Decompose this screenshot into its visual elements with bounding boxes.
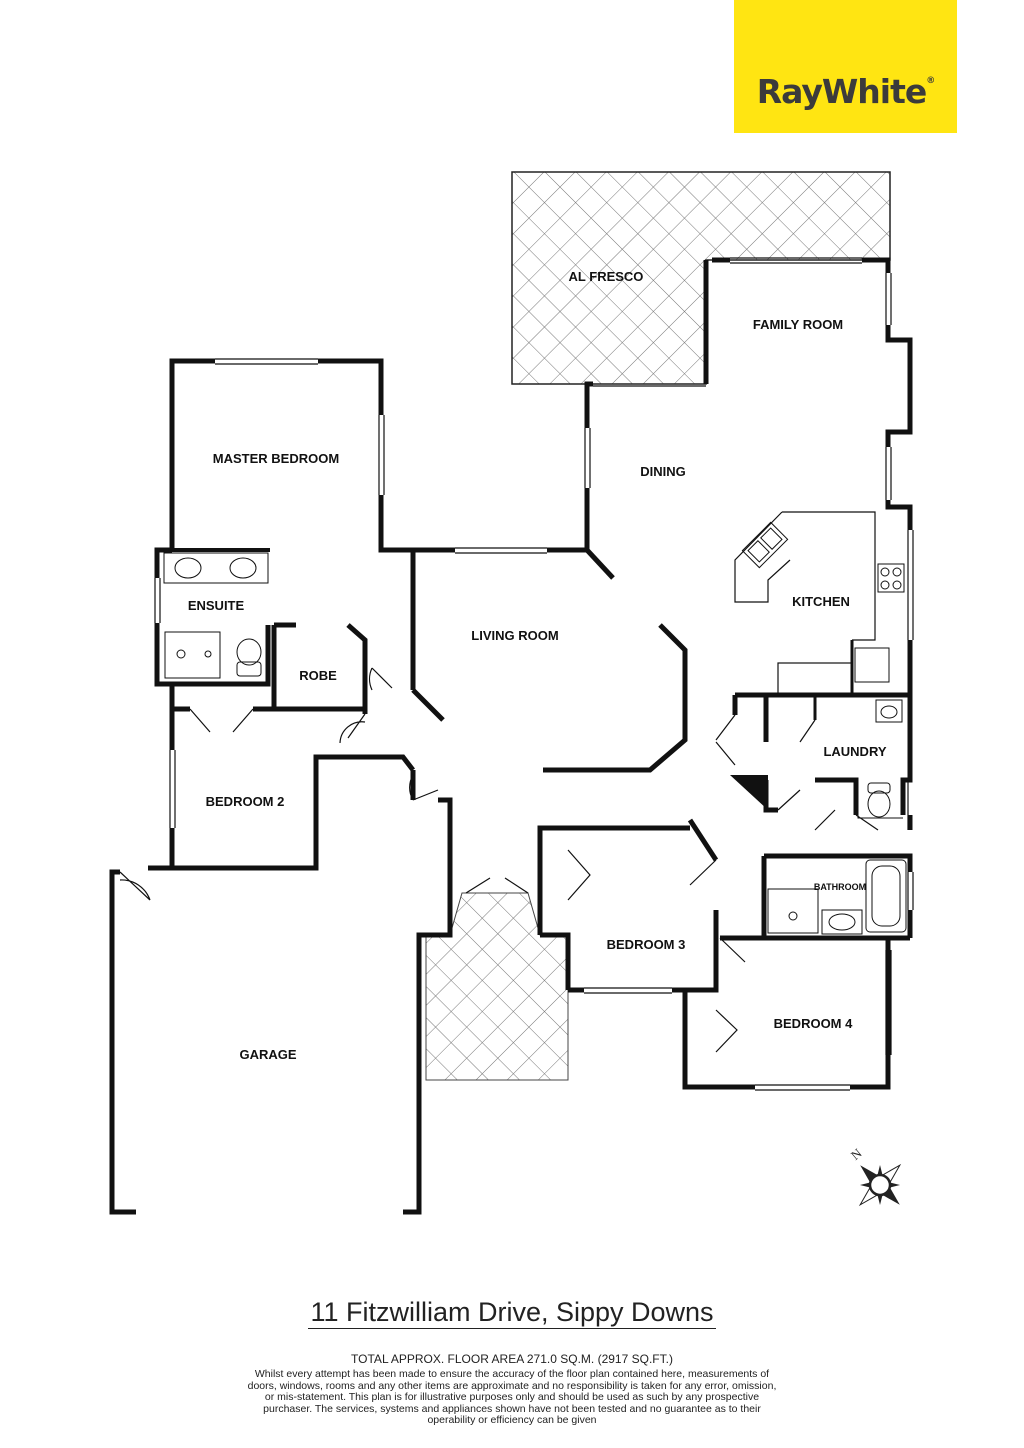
label-kitchen: KITCHEN bbox=[792, 594, 850, 609]
bath-icon bbox=[865, 859, 907, 933]
address-text: 11 Fitzwilliam Drive, Sippy Downs bbox=[308, 1297, 716, 1329]
walls bbox=[109, 257, 913, 1215]
trademark-symbol: ® bbox=[926, 76, 935, 86]
fridge-space-icon bbox=[854, 647, 890, 683]
label-garage: GARAGE bbox=[239, 1047, 296, 1062]
label-living-room: LIVING ROOM bbox=[471, 628, 558, 643]
label-laundry: LAUNDRY bbox=[823, 744, 886, 759]
logo-text: RayWhite bbox=[756, 72, 928, 111]
label-bedroom-3: BEDROOM 3 bbox=[607, 937, 686, 952]
logo-wordmark: RayWhite® bbox=[734, 72, 957, 111]
ensuite-vanity-icon bbox=[163, 552, 269, 584]
cooktop-icon bbox=[877, 563, 905, 593]
label-bedroom-2: BEDROOM 2 bbox=[206, 794, 285, 809]
room-labels: AL FRESCO FAMILY ROOM MASTER BEDROOM DIN… bbox=[188, 269, 887, 1062]
compass-icon: N bbox=[848, 1145, 902, 1207]
label-family-room: FAMILY ROOM bbox=[753, 317, 843, 332]
label-al-fresco: AL FRESCO bbox=[569, 269, 644, 284]
label-dining: DINING bbox=[640, 464, 686, 479]
property-address: 11 Fitzwilliam Drive, Sippy Downs bbox=[0, 1297, 1024, 1329]
label-bathroom: BATHROOM bbox=[814, 882, 866, 892]
entry-porch-area bbox=[425, 892, 569, 1081]
laundry-toilet-icon bbox=[857, 780, 903, 819]
sink-icon bbox=[741, 521, 789, 569]
kitchen-counter bbox=[734, 511, 876, 696]
laundry-tub-icon bbox=[875, 699, 903, 723]
doors bbox=[119, 667, 879, 1053]
label-master-bedroom: MASTER BEDROOM bbox=[213, 451, 339, 466]
hall-step-marker bbox=[730, 775, 768, 810]
bathroom-basin-icon bbox=[821, 909, 863, 935]
bathroom-shower-icon bbox=[767, 888, 819, 934]
floor-area: TOTAL APPROX. FLOOR AREA 271.0 SQ.M. (29… bbox=[351, 1352, 673, 1366]
windows bbox=[154, 257, 914, 1091]
label-ensuite: ENSUITE bbox=[188, 598, 245, 613]
compass-north-label: N bbox=[848, 1145, 865, 1163]
disclaimer: Whilst every attempt has been made to en… bbox=[247, 1368, 777, 1426]
label-bedroom-4: BEDROOM 4 bbox=[774, 1016, 854, 1031]
shower-icon bbox=[164, 631, 221, 679]
label-robe: ROBE bbox=[299, 668, 337, 683]
raywhite-logo: RayWhite® bbox=[734, 0, 957, 133]
toilet-icon bbox=[236, 638, 262, 677]
